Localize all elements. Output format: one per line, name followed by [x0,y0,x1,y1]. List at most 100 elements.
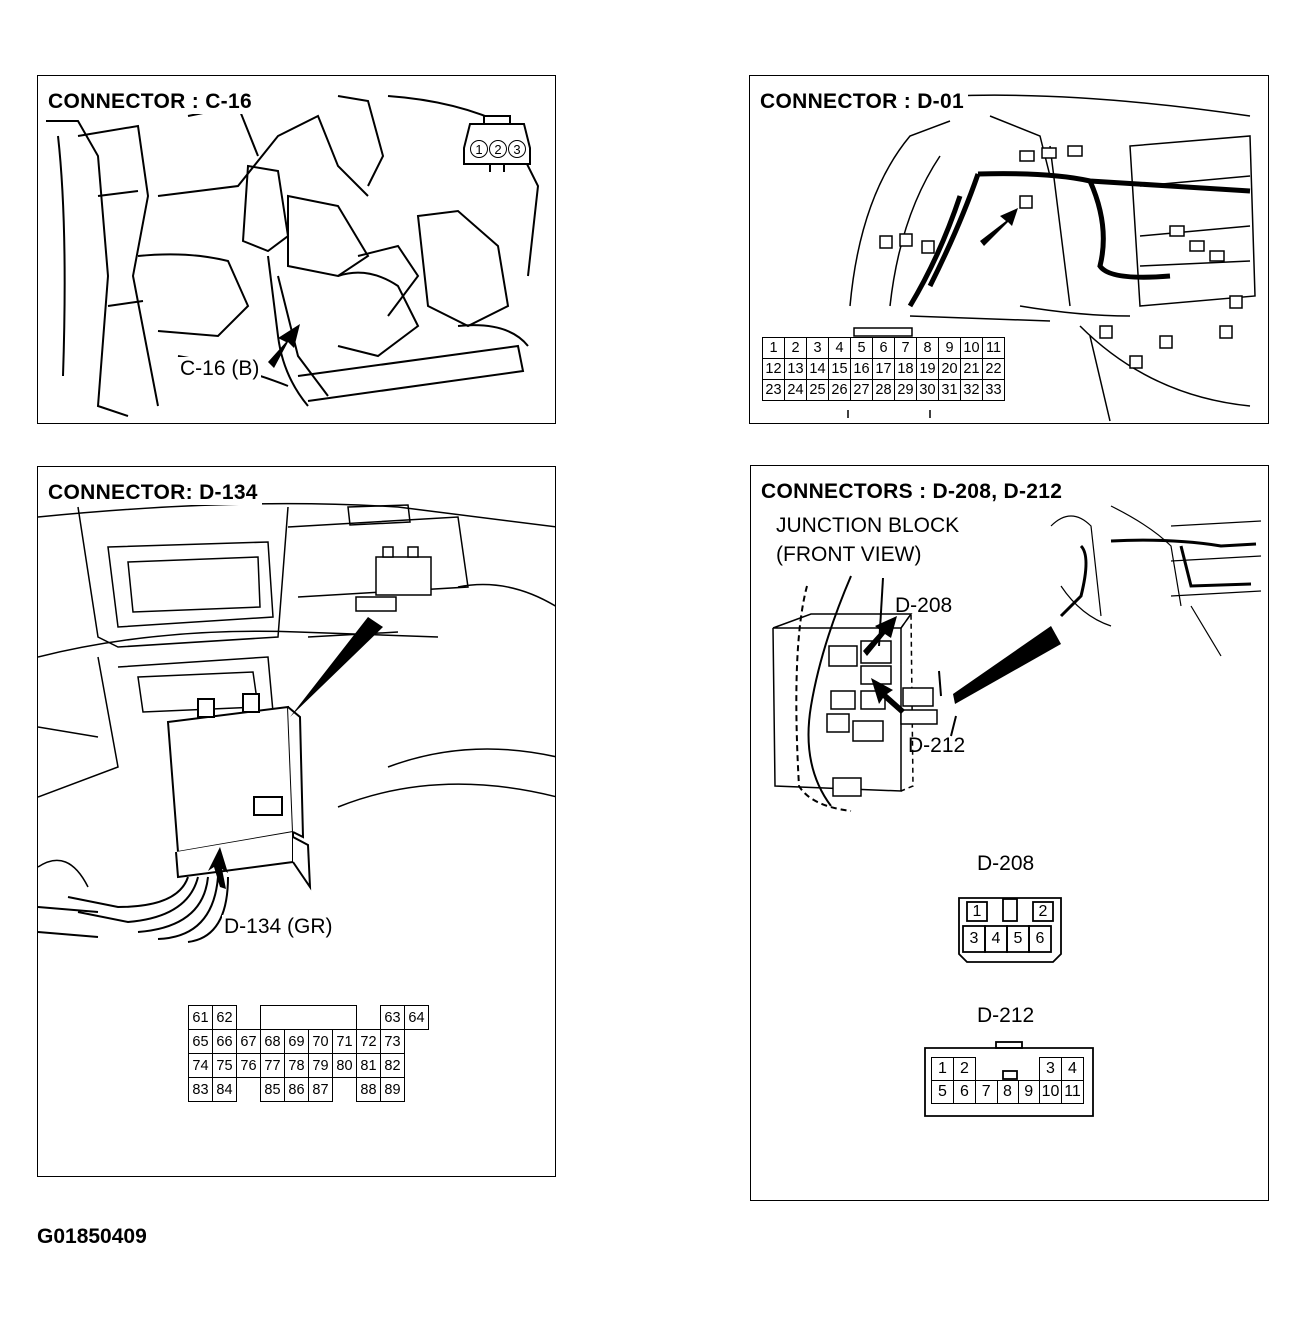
pin-cell: 8 [996,1080,1019,1104]
pin-cell: 16 [850,358,873,380]
pin-cell: 15 [828,358,851,380]
d212-pin-row: 1 2 3 4 [931,1057,1084,1081]
panel-connector-c16: CONNECTOR : C-16 C-16 (B) 1 2 3 [37,75,556,424]
pin-cell: 89 [380,1077,405,1102]
pin-cell: 6 [872,337,895,359]
pin-cell: 82 [380,1053,405,1078]
pin-cell: 77 [260,1053,285,1078]
pin-cell: 4 [1061,1057,1084,1081]
d208-pin: 6 [1035,930,1045,947]
c16-pin: 3 [508,140,526,158]
pin-cell: 63 [380,1005,405,1030]
pin-cell: 3 [1039,1057,1062,1081]
d01-pin-grid: 1 2 3 4 5 6 7 8 9 10 11 12 13 14 15 16 1… [762,337,1005,401]
pin-cell: 28 [872,379,895,401]
pin-cell: 23 [762,379,785,401]
pin-cell: 76 [236,1053,261,1078]
panel-title-c16: CONNECTOR : C-16 [48,90,256,114]
pin-cell: 12 [762,358,785,380]
panel-connector-d01: CONNECTOR : D-01 1 2 3 4 5 6 7 8 9 10 11… [749,75,1269,424]
pin-cell: 9 [938,337,961,359]
pin-cell: 71 [332,1029,357,1054]
d134-pin-row: 61 62 63 64 [188,1005,429,1030]
pin-cell: 14 [806,358,829,380]
pin-cell: 83 [188,1077,213,1102]
pin-cell: 13 [784,358,807,380]
pin-cell: 3 [806,337,829,359]
pin-cell-empty [333,1078,357,1102]
pin-cell: 17 [872,358,895,380]
pin-cell: 69 [284,1029,309,1054]
pin-cell: 79 [308,1053,333,1078]
pin-cell: 29 [894,379,917,401]
panel-connector-d134: CONNECTOR: D-134 D-134 (GR) 61 62 63 64 … [37,466,556,1177]
pin-cell: 7 [975,1080,998,1104]
panel-title-d01: CONNECTOR : D-01 [760,90,968,114]
pin-cell: 27 [850,379,873,401]
callout-d208: D-208 [895,594,953,617]
d212-pin-row: 5 6 7 8 9 10 11 [931,1080,1084,1104]
pin-cell: 22 [982,358,1005,380]
pin-cell: 80 [332,1053,357,1078]
pin-cell: 11 [982,337,1005,359]
pin-cell: 78 [284,1053,309,1078]
pin-cell: 1 [762,337,785,359]
pin-cell: 84 [212,1077,237,1102]
d208-face-label: D-208 [977,852,1035,875]
c16-engine-illustration [46,95,540,417]
pin-cell: 18 [894,358,917,380]
pin-cell: 73 [380,1029,405,1054]
figure-code: G01850409 [37,1225,147,1248]
pin-cell: 33 [982,379,1005,401]
pin-cell-empty [237,1006,261,1030]
d208-pin: 1 [972,902,982,920]
pin-cell: 31 [938,379,961,401]
d134-console-illustration [38,502,555,943]
panel-title-d208-d212: CONNECTORS : D-208, D-212 [761,480,1067,504]
pin-cell: 5 [931,1080,954,1104]
d208-pin: 2 [1038,902,1048,920]
d01-pin-row: 23 24 25 26 27 28 29 30 31 32 33 [762,379,1005,401]
d134-pin-row: 83 84 85 86 87 88 89 [188,1077,429,1102]
pin-cell-empty [357,1006,381,1030]
pin-cell: 87 [308,1077,333,1102]
pin-cell: 19 [916,358,939,380]
pin-cell: 72 [356,1029,381,1054]
d212-pin-grid: 1 2 3 4 5 6 7 8 9 10 11 [931,1057,1084,1104]
pin-cell: 20 [938,358,961,380]
c16-pin: 2 [489,140,507,158]
c16-pin: 1 [470,140,488,158]
d212-face-label: D-212 [977,1004,1035,1027]
pin-cell-empty [976,1058,998,1081]
panel-title-d134: CONNECTOR: D-134 [48,481,262,505]
pin-cell: 1 [931,1057,954,1081]
d01-pin-row: 1 2 3 4 5 6 7 8 9 10 11 [762,337,1005,359]
pin-cell-key [260,1005,357,1030]
pin-cell-empty [997,1058,1018,1081]
pin-cell: 61 [188,1005,213,1030]
junction-block-label-line1: JUNCTION BLOCK [776,514,960,537]
pin-cell: 81 [356,1053,381,1078]
pin-cell: 26 [828,379,851,401]
pin-cell: 30 [916,379,939,401]
pin-cell: 21 [960,358,983,380]
pin-cell: 74 [188,1053,213,1078]
d208-pin: 4 [991,930,1001,947]
pin-cell: 66 [212,1029,237,1054]
pin-cell: 2 [953,1057,976,1081]
pin-cell: 88 [356,1077,381,1102]
pin-cell: 11 [1061,1080,1084,1104]
d208-pin: 5 [1013,930,1023,947]
c16-pin-diagram: 1 2 3 [470,140,526,160]
callout-d212: D-212 [908,734,966,757]
pin-cell: 25 [806,379,829,401]
pin-cell: 68 [260,1029,285,1054]
pin-cell: 62 [212,1005,237,1030]
pin-cell-empty [237,1078,261,1102]
d208-junction-block-illustration [772,505,1262,1117]
pin-cell: 75 [212,1053,237,1078]
d134-pin-row: 74 75 76 77 78 79 80 81 82 [188,1053,429,1078]
pin-cell: 85 [260,1077,285,1102]
pin-cell: 2 [784,337,807,359]
pin-cell: 65 [188,1029,213,1054]
